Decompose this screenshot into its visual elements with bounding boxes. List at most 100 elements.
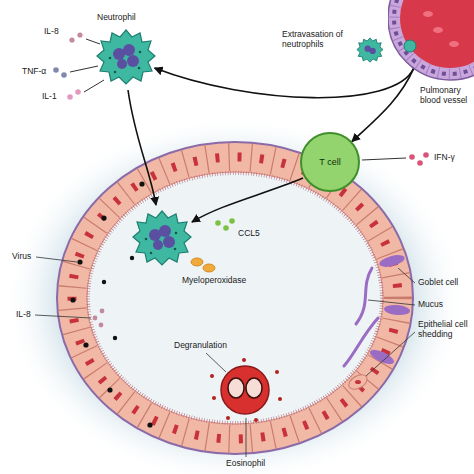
part-label: Myeloperoxidase [182,276,246,286]
leader-lines [35,257,415,457]
part-label: Degranulation [174,341,227,351]
leader-line [206,353,226,372]
part-label: Virus [12,252,31,262]
virus [107,387,112,392]
secretion-line [86,39,100,44]
tnf-molecule [61,72,67,78]
il1-molecule [75,89,81,95]
virus [130,256,134,260]
red-blood-cell [423,11,433,17]
virus [77,259,82,264]
part-label: IL-8 [16,310,31,320]
il8-molecule [69,37,74,42]
airway-neutrophil [133,211,191,265]
il8-molecule [99,323,104,328]
part-label: Mucus [418,300,443,310]
cell-borders [72,157,398,439]
eosinophil-nucleus [246,378,262,398]
granule [174,248,177,251]
ifn-molecule [417,160,423,166]
node-label: T cell [319,157,340,167]
granule [210,374,214,378]
il1-molecule [67,94,73,100]
virus [102,280,106,284]
nucleus-lobe [163,236,175,248]
shed-cell-nucleus [355,380,361,384]
leader-line [366,332,415,376]
granule [138,67,141,70]
vessel-lumen [400,0,474,68]
il8-molecule [100,309,105,314]
goblet-cell [378,253,406,269]
ccl5-molecule [215,220,221,226]
airway-lumen [87,172,383,424]
blood-vessel-node: Pulmonary blood vessel [388,0,474,82]
node-label: Pulmonary blood vessel [420,86,472,106]
ccl5-molecule [223,225,229,231]
recruitment-arrow [128,90,156,205]
migration-arrow [155,68,414,98]
granule [242,358,246,362]
neutrophil-body [97,30,155,84]
neutrophil-node: Neutrophil [95,28,157,86]
virus [139,181,144,186]
granule [139,51,142,54]
red-blood-cell [433,27,443,33]
secretion-line [70,66,98,72]
mucus-strand [356,268,372,324]
leader-line [368,300,415,305]
tnf-molecule [53,67,59,73]
extravasating-neutrophil [357,38,383,62]
vessel-wall [388,0,474,80]
leader-line [398,268,415,283]
virus [101,215,106,220]
goblet-cell [368,347,396,367]
myeloperoxidase-blob [203,264,215,272]
blood-vessel [388,0,474,82]
mucus-strand [344,318,378,366]
nucleus-lobe [370,48,376,54]
part-label: IL-8 [44,27,59,37]
nucleus-lobe [123,44,135,56]
part-label: IL-1 [42,92,57,102]
secretion-line [84,80,104,92]
il8-molecule [77,32,82,37]
neutrophil-body [357,38,383,62]
granule [175,232,178,235]
ifn-molecule [423,152,429,158]
part-label: IFN-γ [434,153,455,163]
neutrophil-body [133,211,191,265]
virus [83,342,88,347]
granule [150,252,153,255]
part-label: Eosinophil [226,459,265,469]
nucleus-lobe [127,55,139,67]
neutrophil-cell [95,28,157,86]
cell-nuclei [72,157,398,439]
red-blood-cell [449,41,459,47]
nucleus-lobe [153,240,163,250]
granule [114,71,117,74]
granule [109,57,112,60]
eosinophil-nucleus [228,378,244,398]
part-label: CCL5 [238,229,260,239]
granule [278,397,282,401]
virus [113,336,117,340]
virus [70,297,75,302]
leader-line [246,418,247,457]
leader-line [35,315,91,318]
granule [145,238,148,241]
virus-particles [70,181,152,427]
secretion-line [362,158,406,160]
tissue-halo [3,115,467,474]
endothelial-borders [394,0,474,74]
edge-label: Extravasation of neutrophils [282,30,352,50]
endothelial-nuclei [394,0,474,74]
granule [212,396,216,400]
node-label: Neutrophil [97,13,136,23]
ifn-molecule [409,154,415,160]
ccl5-molecule [229,218,235,224]
granule [254,418,258,422]
granule [275,370,279,374]
